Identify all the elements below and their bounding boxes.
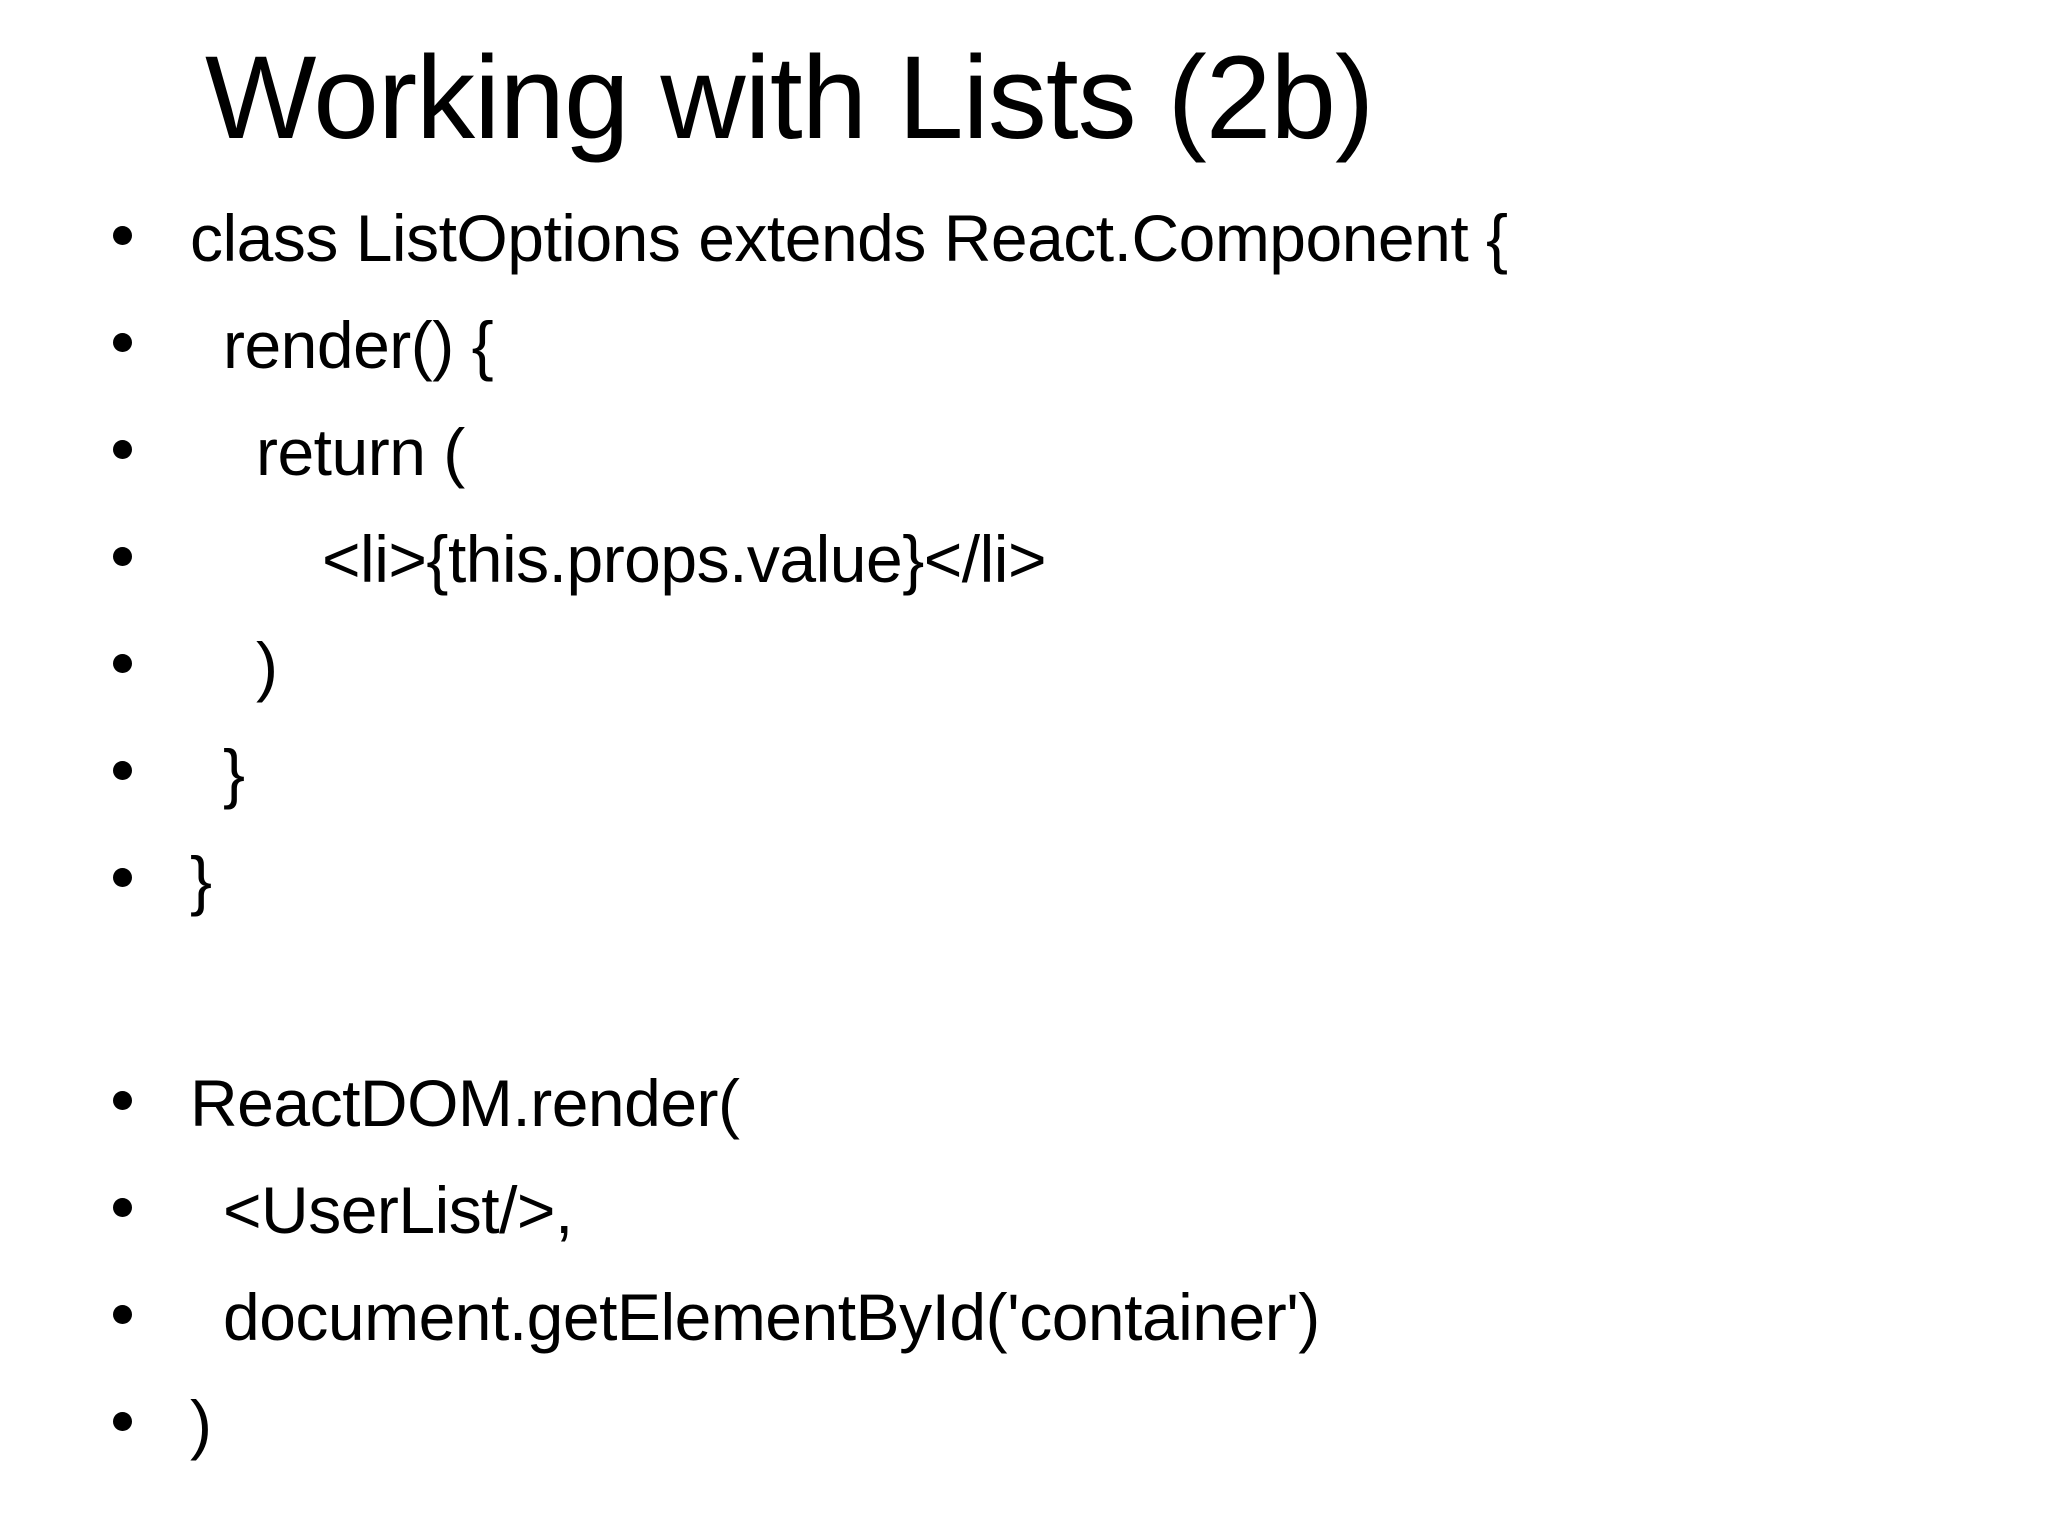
code-line: } bbox=[190, 843, 212, 917]
bullet-dot-icon bbox=[113, 1198, 132, 1217]
bullet-item: return ( bbox=[0, 412, 2048, 492]
code-line: ) bbox=[190, 1387, 212, 1461]
bullet-dot-icon bbox=[113, 868, 132, 887]
bullet-dot-icon bbox=[113, 547, 132, 566]
bullet-item: } bbox=[0, 840, 2048, 920]
bullet-item: } bbox=[0, 733, 2048, 813]
code-line: class ListOptions extends React.Componen… bbox=[190, 201, 1508, 275]
bullet-dot-icon bbox=[113, 226, 132, 245]
bullet-dot-icon bbox=[113, 440, 132, 459]
bullet-item: class ListOptions extends React.Componen… bbox=[0, 198, 2048, 278]
bullet-dot-icon bbox=[113, 761, 132, 780]
code-line: ReactDOM.render( bbox=[190, 1066, 740, 1140]
bullet-dot-icon bbox=[113, 1305, 132, 1324]
code-line: } bbox=[223, 736, 245, 810]
bullet-item: render() { bbox=[0, 305, 2048, 385]
bullet-item: ) bbox=[0, 626, 2048, 706]
code-line: ) bbox=[256, 629, 278, 703]
bullet-item: ) bbox=[0, 1384, 2048, 1464]
bullet-dot-icon bbox=[113, 654, 132, 673]
bullet-item: <UserList/>, bbox=[0, 1170, 2048, 1250]
code-line: <li>{this.props.value}</li> bbox=[322, 522, 1047, 596]
bullet-item: document.getElementById('container') bbox=[0, 1277, 2048, 1357]
bullet-item: ReactDOM.render( bbox=[0, 1063, 2048, 1143]
bullet-dot-icon bbox=[113, 1412, 132, 1431]
bullet-dot-icon bbox=[113, 333, 132, 352]
bullet-dot-icon bbox=[113, 1091, 132, 1110]
slide-title: Working with Lists (2b) bbox=[205, 32, 1374, 164]
bullet-item: <li>{this.props.value}</li> bbox=[0, 519, 2048, 599]
code-line: document.getElementById('container') bbox=[223, 1280, 1320, 1354]
code-line: render() { bbox=[223, 308, 494, 382]
code-line: <UserList/>, bbox=[223, 1173, 573, 1247]
code-line: return ( bbox=[256, 415, 465, 489]
